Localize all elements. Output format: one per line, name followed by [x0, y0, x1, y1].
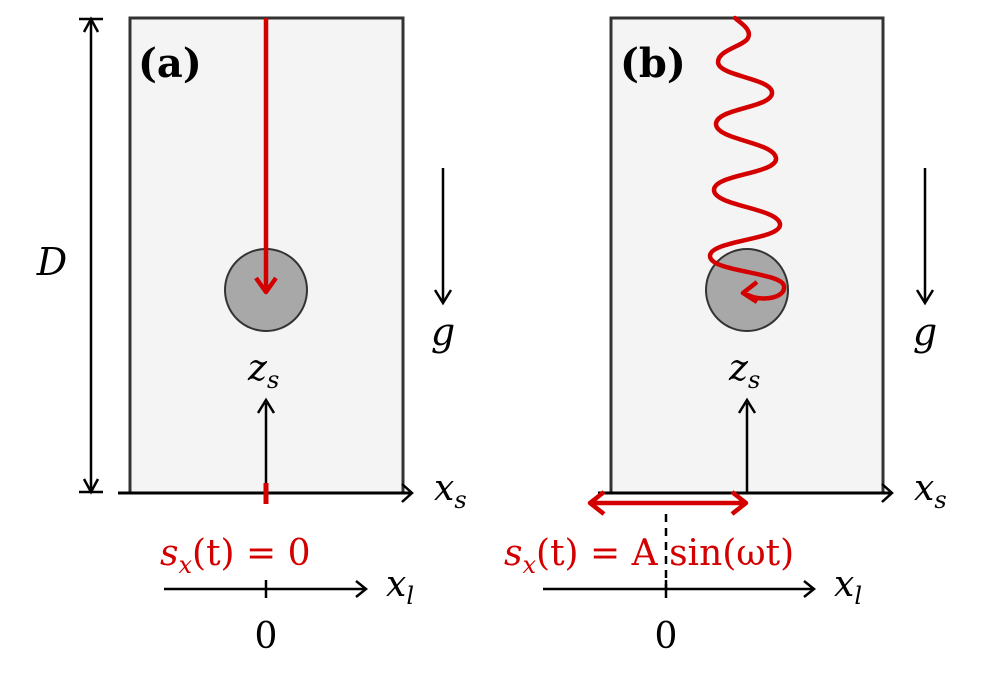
right-arrow-icon — [881, 483, 894, 503]
xs-axis-b — [598, 483, 894, 503]
xl-label-a: xl — [386, 564, 414, 610]
gravity-label-b: g — [913, 310, 937, 354]
gravity-label-a: g — [431, 310, 455, 354]
origin-label-a: 0 — [255, 616, 278, 657]
panel-tag-b: (b) — [620, 40, 686, 87]
oscillation-arrow — [587, 490, 749, 516]
trajectory-arrowhead-b — [740, 280, 759, 304]
xs-label-a: xs — [434, 468, 467, 514]
right-arrow-icon — [401, 483, 414, 503]
panel-tag-a: (a) — [138, 40, 202, 87]
down-arrow-icon — [915, 168, 935, 306]
trajectory-arrowhead-a — [254, 276, 278, 295]
xl-axis-a — [164, 580, 369, 598]
displacement-equation-a: sx(t) = 0 — [160, 533, 311, 579]
height-dimension: D — [36, 16, 103, 495]
zs-label-a: zs — [247, 348, 279, 394]
xl-label-b: xl — [834, 564, 862, 610]
up-arrow-icon — [737, 397, 757, 492]
right-arrow-icon — [355, 580, 369, 598]
up-arrow-icon — [256, 397, 276, 492]
xl-axis-b — [543, 580, 817, 598]
displacement-equation-b: sx(t) = A sin(ωt) — [504, 533, 794, 579]
right-arrow-icon — [803, 580, 817, 598]
origin-label-b: 0 — [655, 616, 678, 657]
xs-label-b: xs — [914, 468, 947, 514]
trajectory-b — [707, 15, 787, 301]
down-arrow-icon — [433, 168, 453, 306]
height-label: D — [36, 240, 67, 284]
zs-label-b: zs — [728, 348, 760, 394]
panel-a: D (a) zs xs g sx(t) = 0 — [36, 16, 467, 657]
panel-b: (b) zs xs g s — [504, 15, 947, 657]
